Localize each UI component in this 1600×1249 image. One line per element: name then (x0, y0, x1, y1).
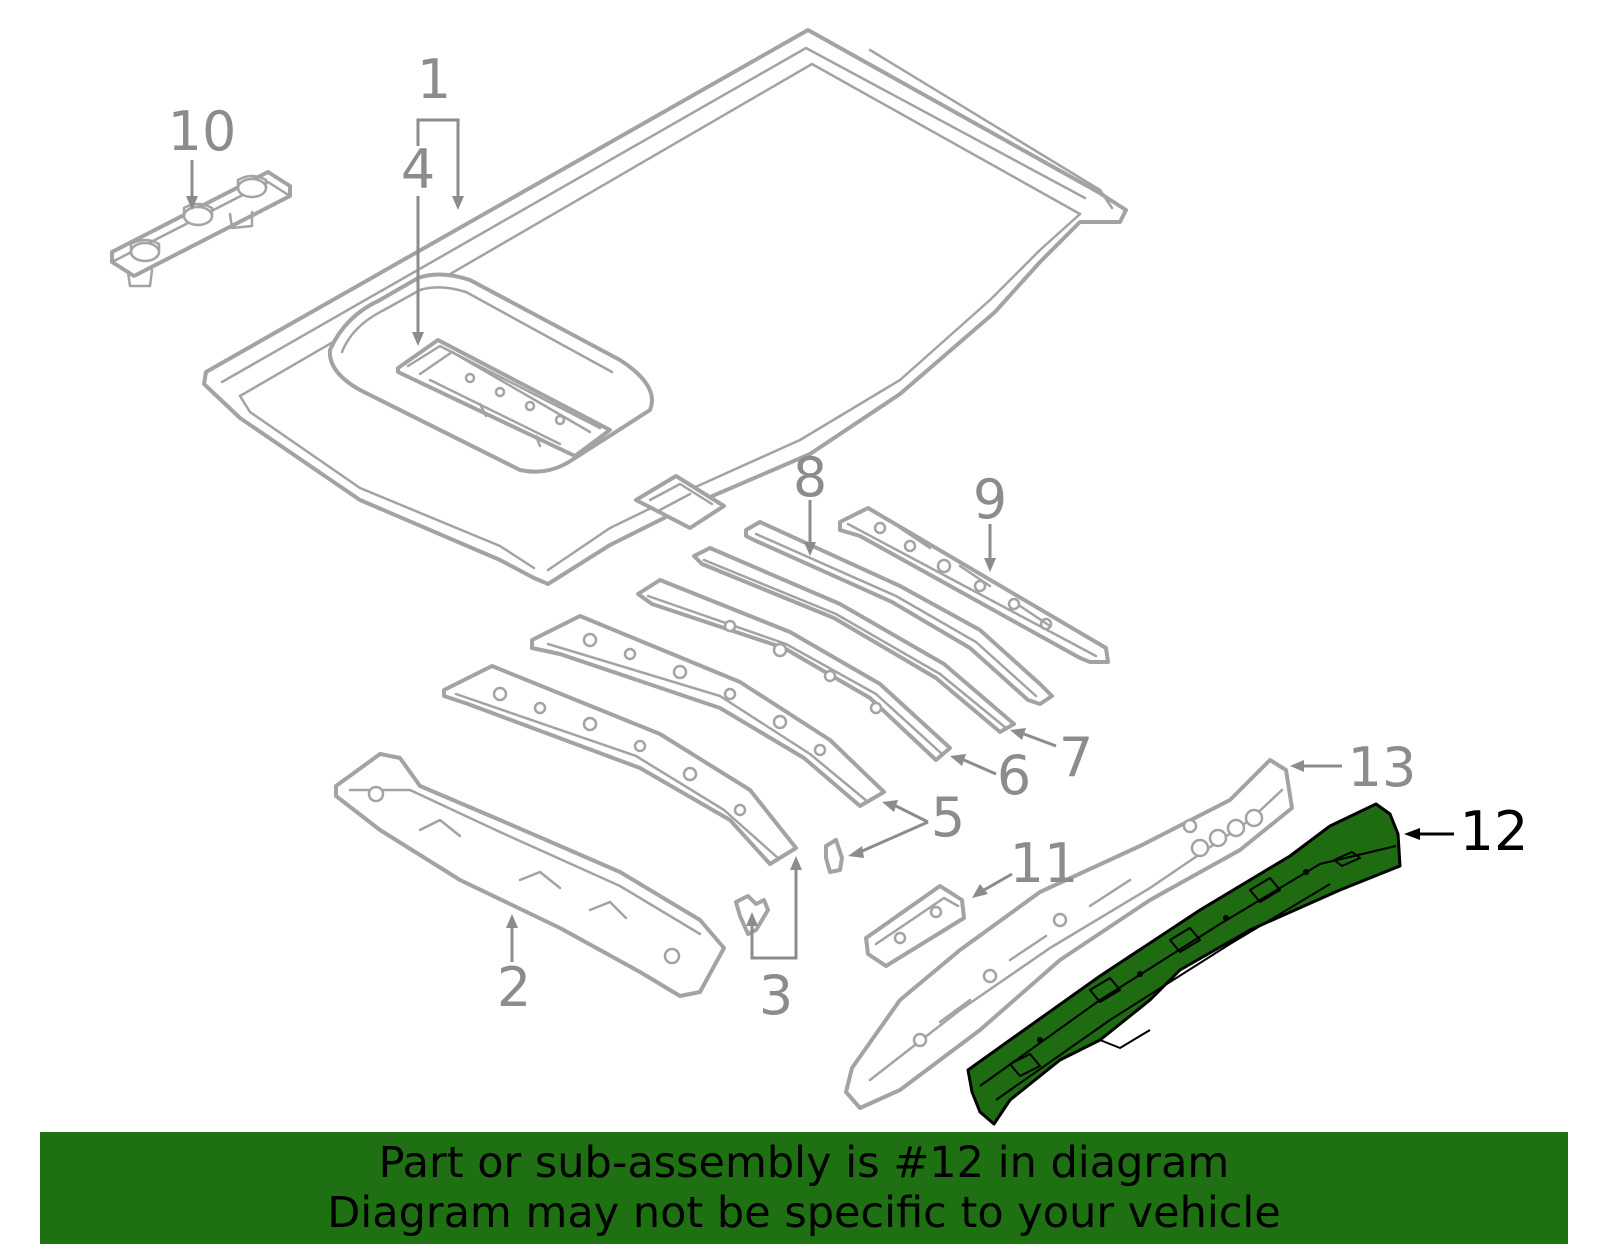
part-3-front-roof-bow (442, 664, 798, 866)
part-9-rear-rail (838, 506, 1110, 664)
callout-10: 10 (168, 100, 237, 163)
part-13-side-rail-inner (844, 758, 1294, 1110)
callout-5: 5 (931, 786, 965, 849)
part-7-roof-bow (692, 546, 1016, 734)
part-11-bracket (864, 884, 966, 968)
banner-line-disclaimer: Diagram may not be specific to your vehi… (327, 1188, 1281, 1238)
callout-labels: 1 4 10 8 9 7 6 5 2 3 11 13 12 (168, 48, 1529, 1027)
part-10-bracket (110, 170, 292, 288)
callout-8: 8 (793, 446, 827, 509)
part-5-roof-bow (530, 614, 886, 808)
part-info-banner: Part or sub-assembly is #12 in diagram D… (40, 1132, 1568, 1244)
part-12-side-rail-highlighted (966, 802, 1402, 1126)
callout-6: 6 (997, 744, 1031, 807)
banner-line-part: Part or sub-assembly is #12 in diagram (378, 1138, 1230, 1188)
callout-11: 11 (1010, 832, 1079, 895)
callout-12: 12 (1460, 800, 1529, 863)
part-6-roof-bow (636, 578, 952, 762)
part-5-clip (824, 838, 844, 874)
part-8-roof-bow (744, 520, 1054, 706)
callout-4: 4 (401, 138, 435, 201)
callout-3: 3 (759, 964, 793, 1027)
part-4-sunroof-frame (396, 338, 612, 458)
callout-2: 2 (497, 956, 531, 1019)
small-roof-bracket (634, 474, 726, 530)
callout-7: 7 (1059, 726, 1093, 789)
callout-13: 13 (1348, 736, 1417, 799)
callout-1: 1 (417, 48, 451, 111)
callout-9: 9 (973, 468, 1007, 531)
leader-lines (186, 118, 1454, 962)
part-2-front-header (334, 752, 726, 998)
